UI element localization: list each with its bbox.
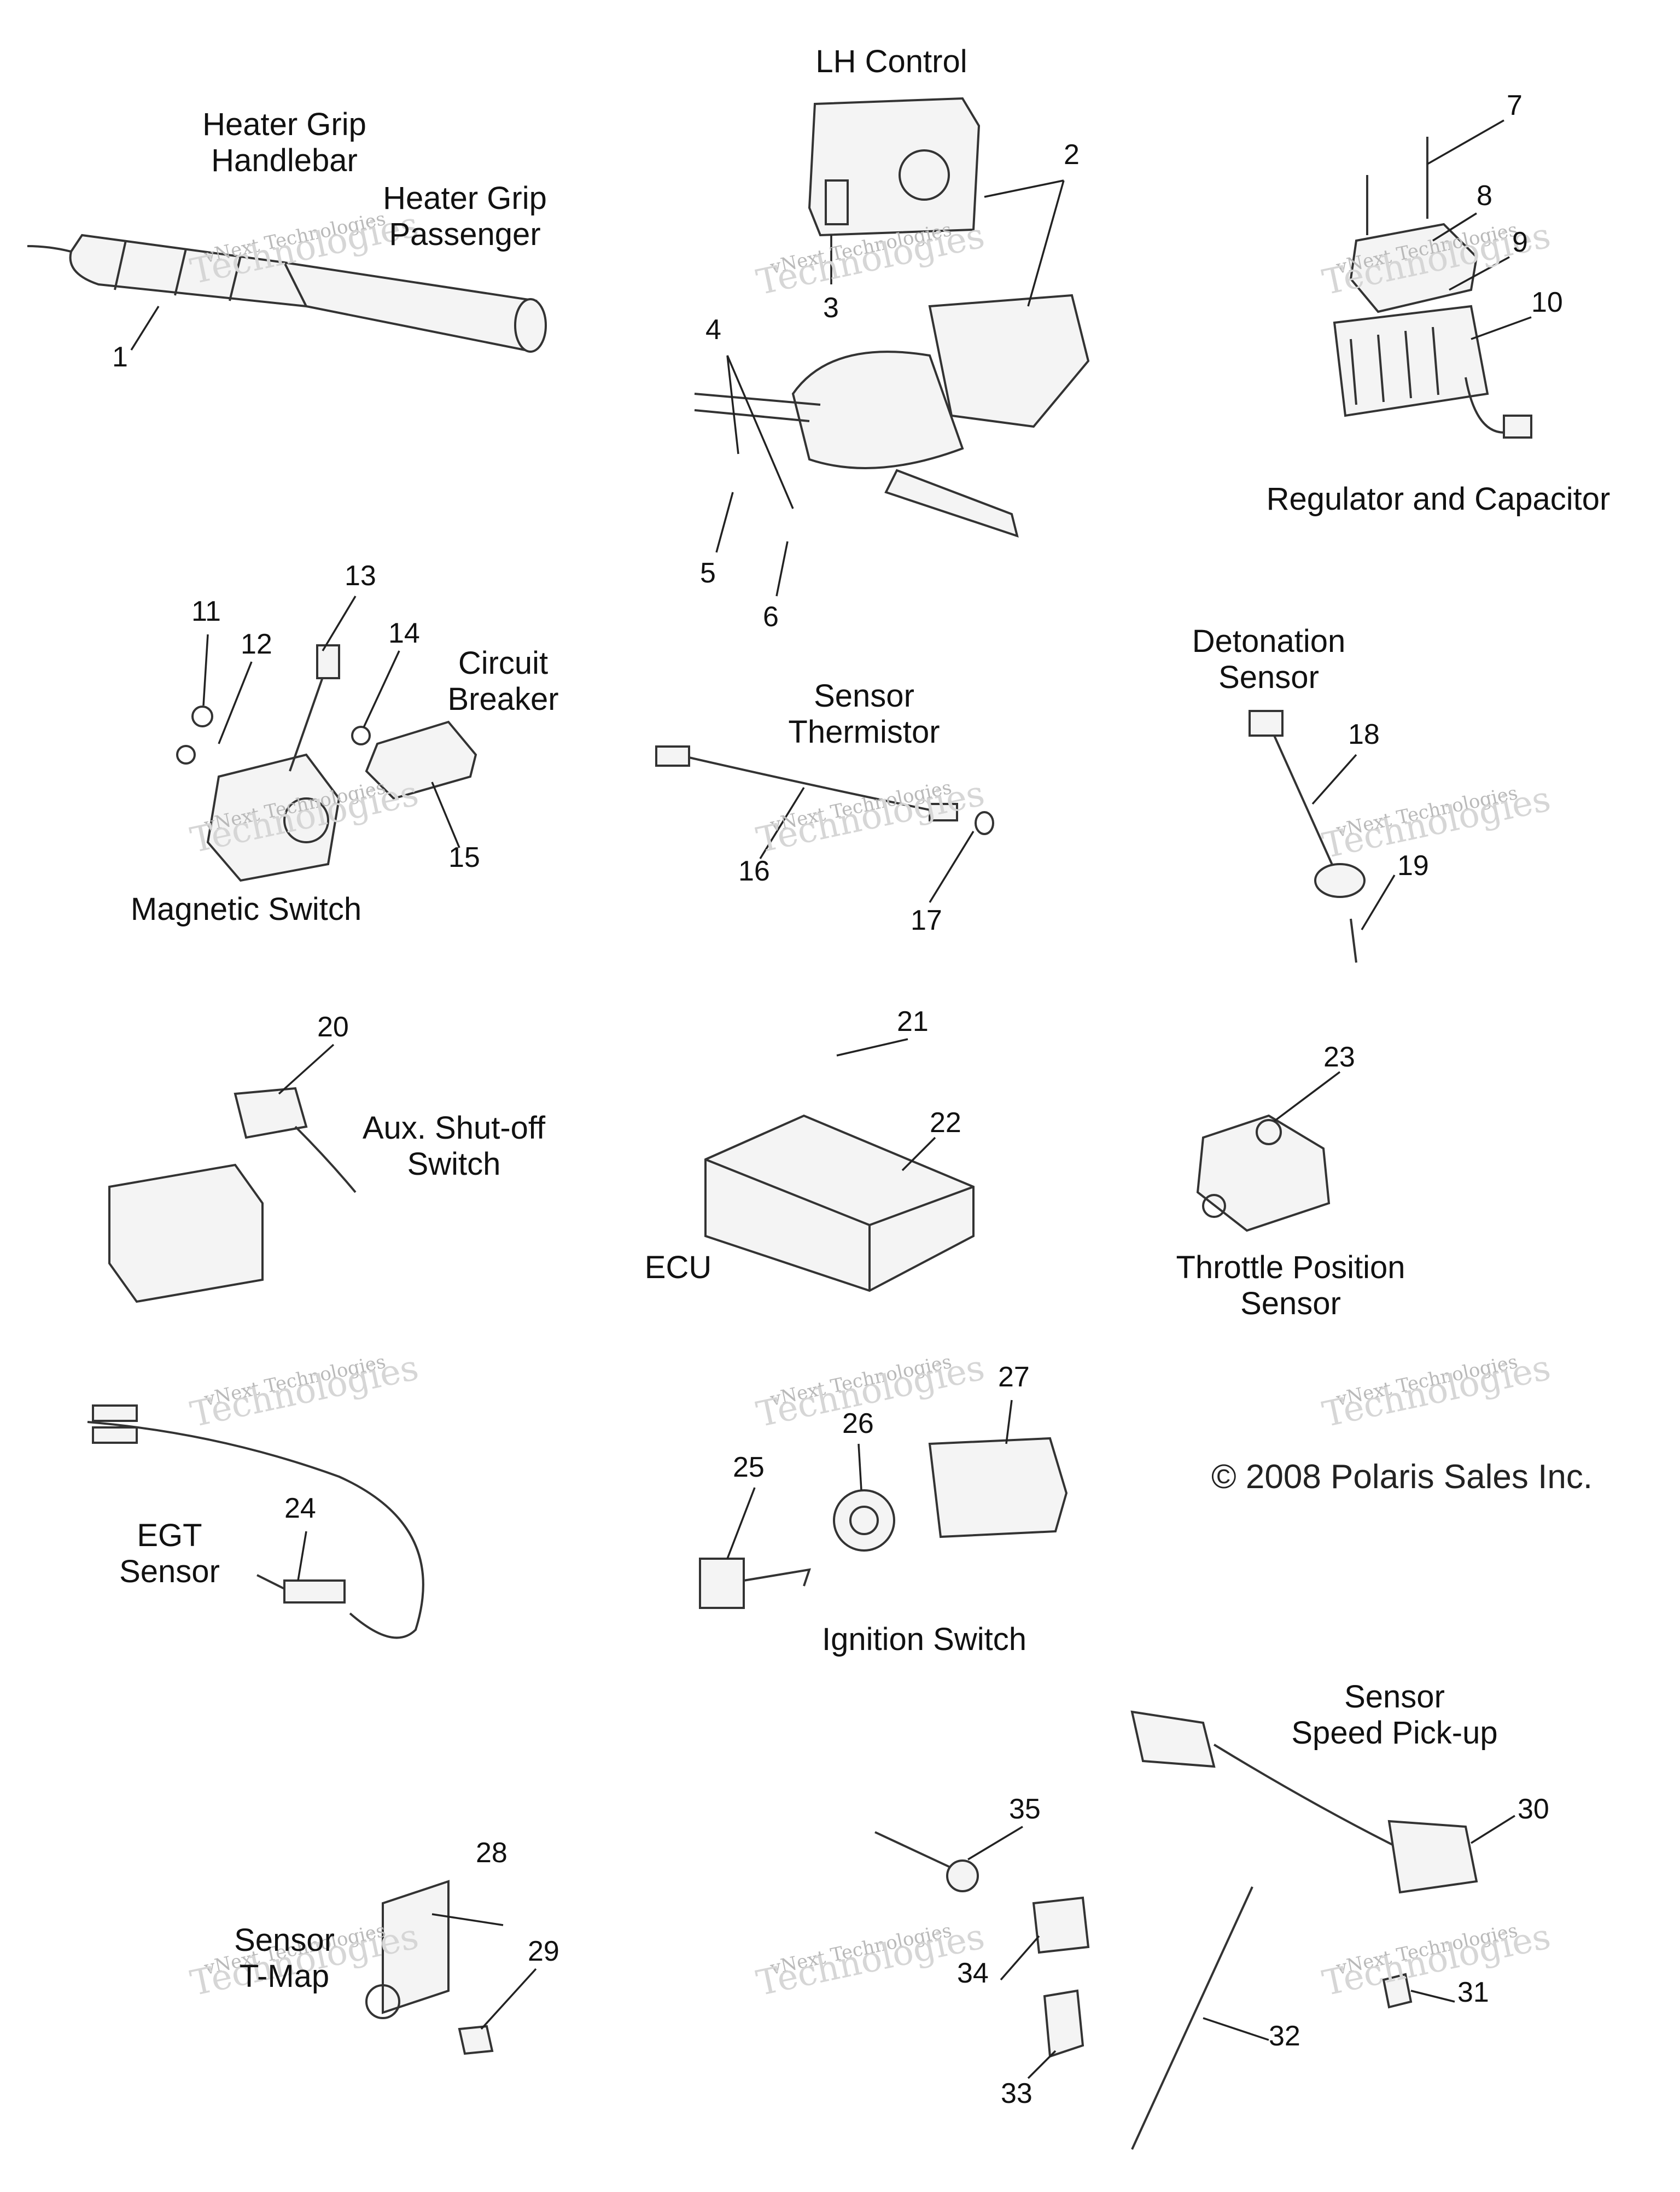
part-number-5: 5 xyxy=(700,557,716,589)
part-number-29: 29 xyxy=(528,1936,559,1967)
part-number-19: 19 xyxy=(1397,850,1429,882)
part-number-9: 9 xyxy=(1512,226,1528,258)
detonation-sensor-shape xyxy=(1249,710,1366,963)
egt-sensor-shape xyxy=(87,1404,424,1639)
part-number-20: 20 xyxy=(317,1011,349,1043)
ignition-switch-shape xyxy=(699,1437,1068,1609)
part-number-22: 22 xyxy=(930,1107,961,1139)
circuit-breaker-shape xyxy=(351,720,477,800)
part-number-4: 4 xyxy=(705,314,721,346)
heater-grip-passenger-shape xyxy=(282,261,547,353)
part-number-28: 28 xyxy=(476,1837,508,1869)
part-number-3: 3 xyxy=(823,292,839,324)
speed-pickup-sensor-shape xyxy=(1130,1710,1478,1894)
part-number-14: 14 xyxy=(388,617,420,649)
label-ignition-switch: Ignition Switch xyxy=(822,1622,1026,1657)
part-number-25: 25 xyxy=(733,1451,765,1483)
sensor-thermistor-shape xyxy=(655,745,994,835)
part-number-13: 13 xyxy=(345,560,376,592)
part-number-32: 32 xyxy=(1269,2020,1300,2052)
lh-control-shape xyxy=(694,97,1090,538)
part-number-35: 35 xyxy=(1009,1793,1041,1825)
leader-lines xyxy=(130,119,1532,2079)
label-regulator-and-capacitor: Regulator and Capacitor xyxy=(1266,481,1611,517)
label-ecu: ECU xyxy=(644,1250,712,1285)
part-number-27: 27 xyxy=(998,1361,1030,1393)
part-number-30: 30 xyxy=(1518,1793,1549,1825)
heater-grip-handlebar-shape xyxy=(27,234,308,308)
part-number-11: 11 xyxy=(191,596,221,627)
part-number-10: 10 xyxy=(1531,287,1563,318)
small-parts-shape xyxy=(874,1831,1413,2150)
part-number-6: 6 xyxy=(763,601,779,633)
aux-shutoff-switch-shape xyxy=(108,1087,357,1303)
copyright-notice: © 2008 Polaris Sales Inc. xyxy=(1211,1458,1593,1496)
part-number-34: 34 xyxy=(957,1957,989,1989)
part-number-17: 17 xyxy=(911,905,942,936)
regulator-shape xyxy=(1333,137,1532,439)
magnetic-switch-shape xyxy=(176,644,341,882)
ecu-shape xyxy=(704,1114,975,1292)
label-magnetic-switch: Magnetic Switch xyxy=(130,891,362,927)
t-map-sensor-shape xyxy=(365,1880,494,2055)
part-number-8: 8 xyxy=(1477,180,1492,212)
part-number-12: 12 xyxy=(241,628,272,660)
part-number-18: 18 xyxy=(1348,719,1380,750)
part-number-24: 24 xyxy=(284,1493,316,1524)
part-number-1: 1 xyxy=(112,341,128,373)
part-number-7: 7 xyxy=(1507,90,1522,121)
part-number-33: 33 xyxy=(1001,2078,1032,2109)
part-number-26: 26 xyxy=(842,1408,874,1439)
throttle-position-sensor-shape xyxy=(1196,1114,1331,1232)
part-number-23: 23 xyxy=(1323,1041,1355,1073)
label-lh-control: LH Control xyxy=(815,44,967,79)
part-number-31: 31 xyxy=(1457,1977,1489,2008)
part-number-16: 16 xyxy=(738,855,770,887)
part-number-15: 15 xyxy=(448,842,480,873)
part-number-2: 2 xyxy=(1064,139,1080,171)
part-number-21: 21 xyxy=(897,1006,929,1037)
